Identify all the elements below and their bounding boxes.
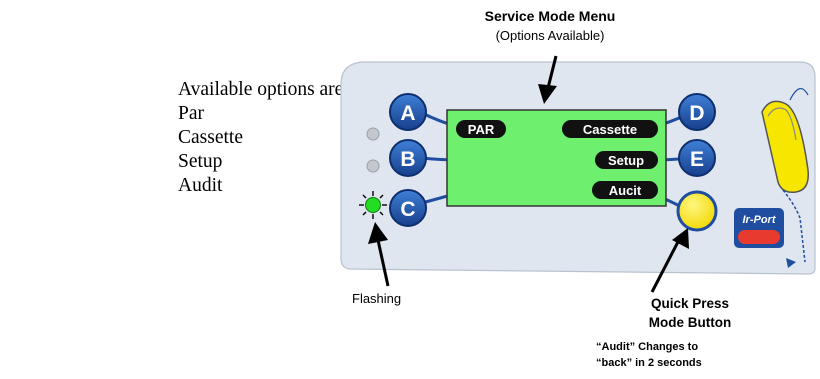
- lcd-item-audit: Aucit: [592, 181, 658, 199]
- option-par: Par: [178, 103, 204, 124]
- lcd-item-cassette-text: Cassette: [583, 122, 637, 137]
- audit-note-line2: “back” in 2 seconds: [596, 357, 702, 369]
- button-b-label: B: [400, 148, 415, 171]
- quick-press-caption: Quick Press: [650, 296, 730, 311]
- led-indicator-2: [366, 159, 380, 173]
- ir-port: Ir-Port: [734, 208, 784, 248]
- menu-subtitle: (Options Available): [495, 28, 605, 43]
- button-c[interactable]: C: [389, 189, 427, 227]
- options-heading: Available options are:: [178, 79, 349, 100]
- button-d-label: D: [689, 102, 704, 125]
- options-list: Available options are: Par Cassette Setu…: [178, 78, 378, 198]
- lcd-item-setup: Setup: [595, 151, 658, 169]
- lcd-item-par: PAR: [456, 120, 506, 138]
- button-d[interactable]: D: [678, 93, 716, 131]
- button-a[interactable]: A: [389, 93, 427, 131]
- button-c-label: C: [400, 198, 415, 221]
- arrow-head-top: [538, 84, 557, 104]
- mode-button[interactable]: [676, 190, 718, 232]
- arrow-head-mode: [672, 228, 689, 249]
- lcd-item-cassette: Cassette: [562, 120, 658, 138]
- option-setup: Setup: [178, 151, 223, 172]
- key-fob-icon: [761, 88, 809, 268]
- button-e-label: E: [690, 148, 704, 171]
- flashing-caption: Flashing: [352, 291, 402, 306]
- button-b[interactable]: B: [389, 139, 427, 177]
- audit-note-line1: “Audit” Changes to: [596, 341, 699, 353]
- annotation-arrows: [376, 55, 682, 293]
- arrow-head-flash: [368, 222, 388, 244]
- menu-title: Service Mode Menu: [484, 8, 616, 24]
- mode-button-caption: Mode Button: [648, 315, 732, 330]
- lcd-item-audit-text: Aucit: [609, 183, 642, 198]
- lcd-item-setup-text: Setup: [608, 153, 644, 168]
- led-indicator-1: [366, 127, 380, 141]
- button-e[interactable]: E: [678, 139, 716, 177]
- option-audit: Audit: [178, 175, 223, 196]
- ir-port-label: Ir-Port: [743, 214, 777, 226]
- button-a-label: A: [400, 102, 415, 125]
- option-cassette: Cassette: [178, 127, 243, 148]
- flashing-led: [359, 191, 387, 219]
- lcd-item-par-text: PAR: [468, 122, 495, 137]
